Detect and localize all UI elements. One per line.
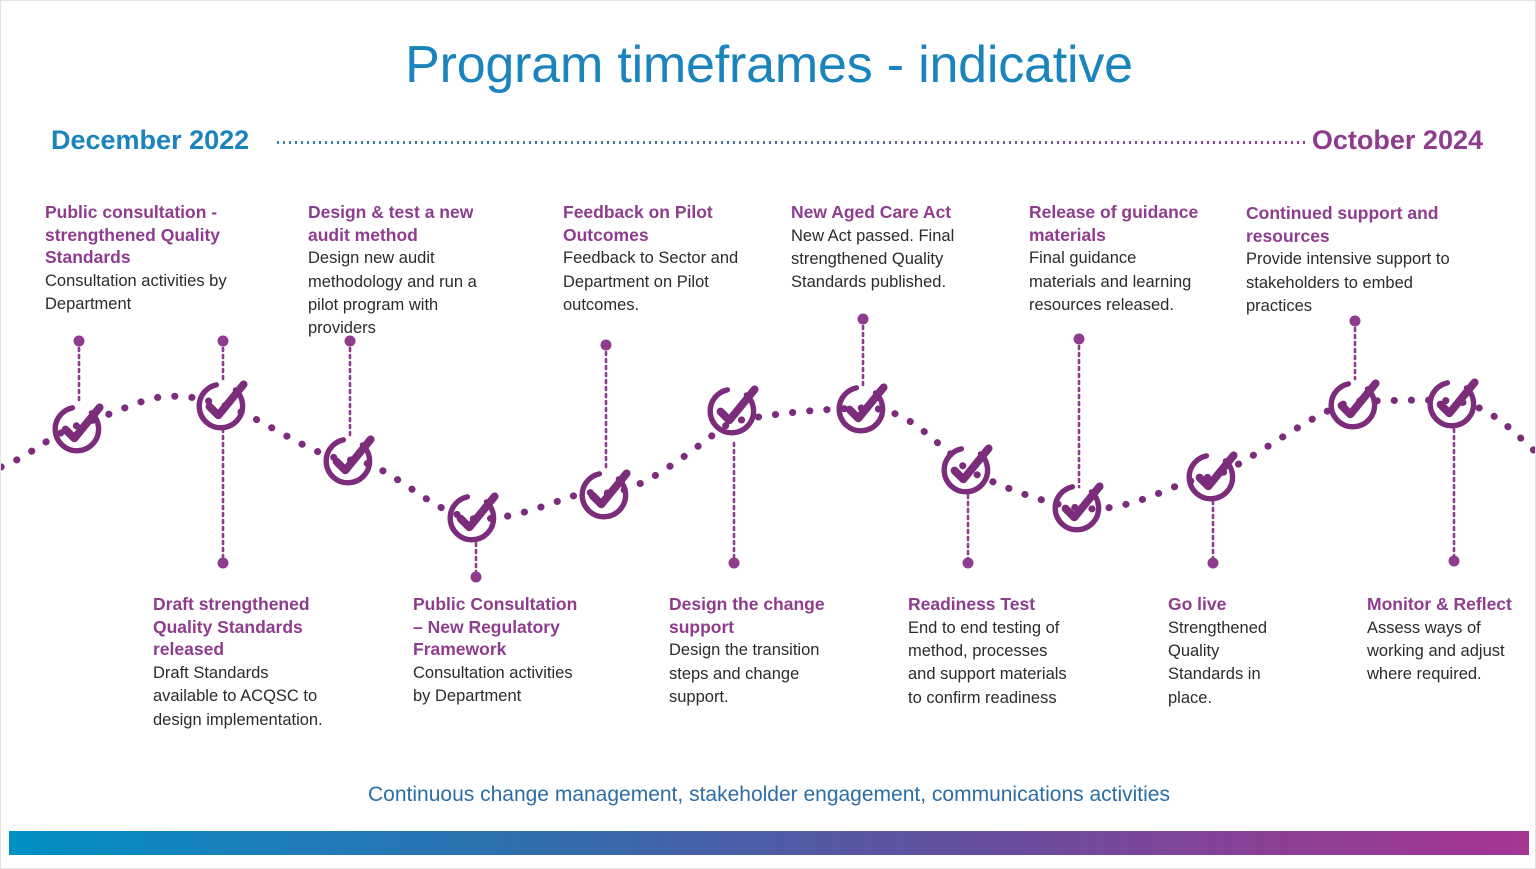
milestone-description: Draft Standards available to ACQSC to de… [153,663,323,729]
milestone-top-4[interactable]: New Aged Care Act New Act passed. Final … [791,201,966,295]
date-connector-dotted-line [277,141,1305,144]
milestone-description: Strengthened Quality Standards in place. [1168,618,1268,707]
milestone-description: New Act passed. Final strengthened Quali… [791,226,955,292]
check-circle-icon [1046,477,1107,538]
brand-gradient-bar [9,831,1529,855]
milestone-description: End to end testing of method, processes … [908,618,1067,707]
milestone-title: Design & test a new audit method [308,202,474,245]
check-circle-icon [573,464,634,525]
milestone-title: Public Consultation – New Regulatory Fra… [413,594,578,660]
milestone-description: Feedback to Sector and Department on Pil… [563,249,739,314]
check-circle-icon [935,439,996,500]
milestone-description: Design the transition steps and change s… [669,641,820,706]
milestone-bottom-2[interactable]: Public Consultation – New Regulatory Fra… [413,593,588,709]
stems-top [77,317,1357,489]
milestone-title: Public consultation - strengthened Quali… [45,202,221,268]
milestone-bottom-1[interactable]: Draft strengthened Quality Standards rel… [153,593,333,732]
milestone-description: Consultation activities by Department [413,663,573,706]
milestone-bottom-6[interactable]: Monitor & Reflect Assess ways of working… [1367,593,1532,687]
milestone-title: Continued support and resources [1246,203,1439,246]
check-circle-icon [701,380,762,441]
stems-bottom [221,427,1456,579]
milestone-title: Feedback on Pilot Outcomes [563,202,713,245]
milestone-description: Consultation activities by Department [45,271,227,314]
check-circle-icon [1421,373,1482,434]
milestone-title: Go live [1168,594,1227,614]
milestone-bottom-5[interactable]: Go live Strengthened Quality Standards i… [1168,593,1288,710]
page-title: Program timeframes - indicative [405,36,1133,94]
milestone-top-6[interactable]: Continued support and resources Provide … [1246,202,1456,318]
milestone-description: Final guidance materials and learning re… [1029,249,1192,314]
milestone-top-2[interactable]: Design & test a new audit method Design … [308,201,504,341]
milestone-title: Design the change support [669,594,825,637]
milestone-description: Assess ways of working and adjust where … [1367,618,1505,684]
milestone-description: Design new audit methodology and run a p… [308,249,477,338]
check-circle-icon [441,487,502,548]
milestone-bottom-4[interactable]: Readiness Test End to end testing of met… [908,593,1078,710]
check-circle-icon [830,378,891,439]
wave-dotted-path [1,392,1535,523]
check-circle-icon [1322,374,1383,435]
check-circle-icon [317,430,378,491]
milestone-title: Monitor & Reflect [1367,594,1512,614]
milestone-top-1[interactable]: Public consultation - strengthened Quali… [45,201,260,317]
milestone-title: Draft strengthened Quality Standards rel… [153,594,310,660]
milestone-title: Release of guidance materials [1029,202,1199,245]
milestone-top-3[interactable]: Feedback on Pilot Outcomes Feedback to S… [563,201,759,317]
milestone-top-5[interactable]: Release of guidance materials Final guid… [1029,201,1204,317]
milestone-title: New Aged Care Act [791,202,952,222]
check-circle-icon [190,375,251,436]
check-circle-icon [1180,446,1241,507]
timeline-start-date: December 2022 [51,125,250,155]
timeline-end-date: October 2024 [1311,125,1483,155]
stem-end-dots [73,313,1460,583]
milestone-title: Readiness Test [908,594,1036,614]
footer-caption: Continuous change management, stakeholde… [368,783,1170,806]
milestone-icons [46,373,1482,548]
milestone-description: Provide intensive support to stakeholder… [1246,250,1450,315]
milestone-bottom-3[interactable]: Design the change support Design the tra… [669,593,849,709]
check-circle-icon [46,398,107,459]
